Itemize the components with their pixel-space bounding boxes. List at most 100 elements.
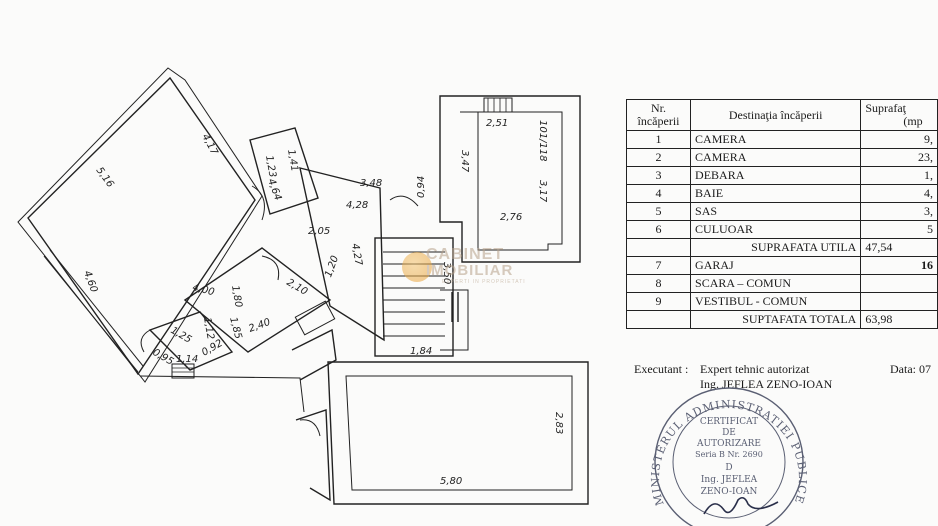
row-area: 1, xyxy=(860,166,938,185)
stamp-line: CERTIFICAT xyxy=(700,417,758,427)
table-row: 1 CAMERA 9, xyxy=(625,130,938,149)
row-nr: 6 xyxy=(625,220,692,239)
row-area: 23, xyxy=(860,148,938,167)
stamp-line: ZENO-IOAN xyxy=(701,487,758,497)
dim-label: 1,80 xyxy=(229,285,244,309)
total-area: 63,98 xyxy=(860,310,938,329)
dim-label: 101/118 xyxy=(537,120,548,162)
row-nr: 7 xyxy=(625,256,692,275)
total-label: SUPTAFATA TOTALA xyxy=(690,310,862,329)
dim-label: 2,10 xyxy=(285,277,310,298)
dim-label: 4,64 xyxy=(265,177,283,202)
row-area: 4, xyxy=(860,184,938,203)
row-name: SAS xyxy=(690,202,862,221)
dim-label: 0,95 xyxy=(151,347,176,368)
table-row: 6 CULUOAR 5 xyxy=(625,220,938,239)
watermark-line3: EXPERTI IN PROPRIETATI xyxy=(442,279,526,285)
dim-label: 2,83 xyxy=(553,412,564,434)
floor-plan: 5,16 4,17 4,60 1,23 1,41 4,64 3,48 4,28 … xyxy=(17,67,589,505)
dim-label: 2,05 xyxy=(308,226,330,237)
room-1-outline xyxy=(27,76,256,376)
dim-label: 1,84 xyxy=(410,346,432,357)
row-name: VESTIBUL - COMUN xyxy=(690,292,862,311)
row-nr: 4 xyxy=(625,184,692,203)
row-name: CULUOAR xyxy=(690,220,862,239)
dim-label: 4,00 xyxy=(191,282,215,298)
dim-label: 3,48 xyxy=(360,178,382,189)
dim-label: 1,20 xyxy=(323,254,341,279)
dim-label: 4,17 xyxy=(199,132,219,157)
table-row: 4 BAIE 4, xyxy=(625,184,938,203)
header-nr: Nr.încăperii xyxy=(625,99,692,131)
stamp-line: Seria B Nr. 2690 xyxy=(695,450,763,459)
dim-label: 1,25 xyxy=(169,325,194,346)
row-name: GARAJ xyxy=(690,256,862,275)
row-nr: 8 xyxy=(625,274,692,293)
row-name: BAIE xyxy=(690,184,862,203)
dim-label: 1,41 xyxy=(285,149,300,173)
dim-label: 4,60 xyxy=(81,269,99,294)
row-area: 5 xyxy=(860,220,938,239)
stamp-line: D xyxy=(725,463,732,473)
row-nr: 1 xyxy=(625,130,692,149)
executant-block: Executant :Expert tehnic autorizat Ing. … xyxy=(634,362,832,392)
row-area: 16 xyxy=(860,256,938,275)
dim-label: 4,28 xyxy=(346,200,368,211)
dim-label: 2,51 xyxy=(486,118,508,129)
corridor-outline xyxy=(299,167,385,342)
watermark-line1: CABINET xyxy=(426,246,505,263)
room-2-outline xyxy=(439,95,581,263)
row-area xyxy=(860,292,938,311)
floor-plan-drawing: 5,16 4,17 4,60 1,23 1,41 4,64 3,48 4,28 … xyxy=(17,67,589,505)
table-row: 2 CAMERA 23, xyxy=(625,148,938,167)
header-surface: Suprafaţ(mp xyxy=(860,99,938,131)
dim-label: 0,94 xyxy=(416,176,427,198)
row-nr: 5 xyxy=(625,202,692,221)
dim-label: 2,76 xyxy=(500,212,522,223)
dim-label: 1,23 xyxy=(263,155,278,179)
staircase-outline xyxy=(374,237,454,357)
header-destination: Destinaţia încăperii xyxy=(690,99,862,131)
table-row: 8 SCARA – COMUN xyxy=(625,274,938,293)
official-stamp: MINISTERUL ADMINISTRATIEI PUBLICE CERTIF… xyxy=(644,384,814,526)
date-label: Data: 07 xyxy=(890,362,931,376)
stamp-seal-icon: MINISTERUL ADMINISTRATIEI PUBLICE CERTIF… xyxy=(649,387,808,526)
garage-outline xyxy=(327,361,589,505)
room-bath-outline xyxy=(249,127,319,215)
row-name: CAMERA xyxy=(690,148,862,167)
stamp-line: Ing. JEFLEA xyxy=(701,475,758,485)
row-name: DEBARA xyxy=(690,166,862,185)
dim-label: 3,17 xyxy=(537,180,548,203)
stamp-line: AUTORIZARE xyxy=(696,439,761,449)
subtotal-area: 47,54 xyxy=(860,238,938,257)
dim-label: 3,47 xyxy=(459,150,470,173)
watermark-dot-icon xyxy=(402,252,432,282)
dim-label: 1,14 xyxy=(176,354,198,365)
watermark-logo: CABINET IMOBILIAR EXPERTI IN PROPRIETATI xyxy=(402,246,542,290)
table-row: 9 VESTIBUL - COMUN xyxy=(625,292,938,311)
dim-label: 4,27 xyxy=(349,243,364,267)
executant-label: Executant : xyxy=(634,362,689,376)
subtotal-label: SUPRAFATA UTILA xyxy=(690,238,862,257)
dim-label: 5,16 xyxy=(94,165,116,189)
dim-label: 3,50 xyxy=(441,262,452,284)
table-row: 7 GARAJ 16 xyxy=(625,256,938,275)
table-header-row: Nr.încăperii Destinaţia încăperii Supraf… xyxy=(625,99,938,131)
room-sas-outline xyxy=(183,247,332,353)
watermark-line2: IMOBILIAR xyxy=(426,262,514,279)
table-row: 3 DEBARA 1, xyxy=(625,166,938,185)
row-area: 9, xyxy=(860,130,938,149)
room-debara-outline xyxy=(148,311,234,371)
dim-label: 1,12 xyxy=(201,317,216,341)
row-nr: 3 xyxy=(625,166,692,185)
signature-icon xyxy=(703,496,779,515)
executant-line1: Expert tehnic autorizat xyxy=(700,362,810,376)
row-area xyxy=(860,274,938,293)
rooms-table: Nr.încăperii Destinaţia încăperii Supraf… xyxy=(625,99,938,329)
row-name: SCARA – COMUN xyxy=(690,274,862,293)
table-row: 5 SAS 3, xyxy=(625,202,938,221)
dim-label: 5,80 xyxy=(440,476,462,487)
dim-label: 0,92 xyxy=(200,338,225,359)
row-nr: 9 xyxy=(625,292,692,311)
subtotal-row: SUPRAFATA UTILA 47,54 xyxy=(625,238,938,257)
